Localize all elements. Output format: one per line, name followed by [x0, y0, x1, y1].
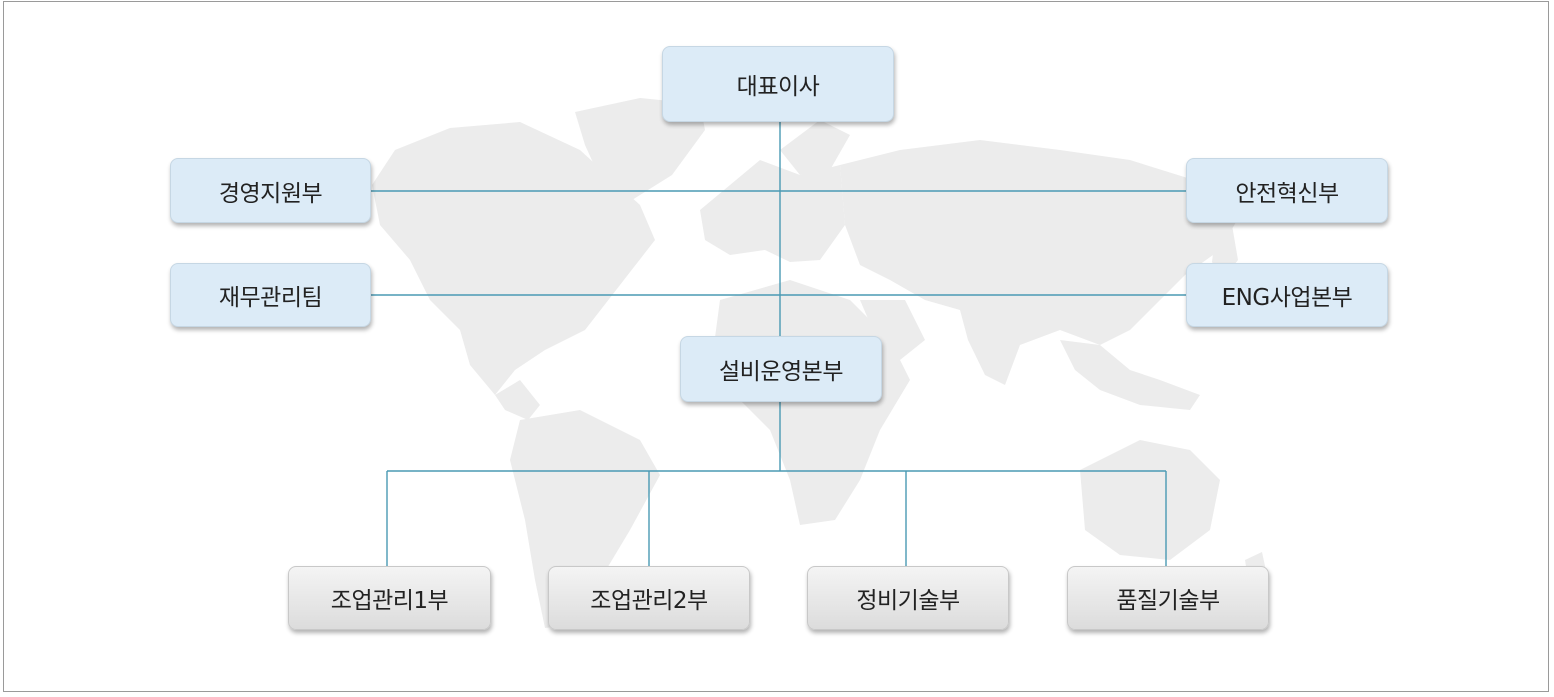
maintenance-tech-label: 정비기술부: [856, 588, 960, 614]
operation-management-2-node: 조업관리2부: [548, 566, 750, 630]
quality-tech-node: 품질기술부: [1067, 566, 1269, 630]
facility-operation-division-label: 설비운영본부: [719, 359, 843, 385]
safety-innovation-node: 안전혁신부: [1186, 158, 1388, 223]
management-support-label: 경영지원부: [218, 180, 323, 207]
safety-innovation-label: 안전혁신부: [1235, 180, 1339, 207]
finance-team-node: 재무관리팀: [170, 263, 371, 327]
quality-tech-label: 품질기술부: [1116, 588, 1220, 614]
management-support-node: 경영지원부: [170, 158, 371, 223]
ceo-node: 대표이사: [662, 46, 894, 122]
ceo-label: 대표이사: [736, 74, 820, 100]
maintenance-tech-node: 정비기술부: [807, 566, 1009, 630]
operation-management-1-node: 조업관리1부: [288, 566, 491, 630]
operation-management-1-label: 조업관리1부: [330, 588, 449, 614]
operation-management-2-label: 조업관리2부: [590, 588, 708, 614]
eng-business-node: ENG사업본부: [1186, 263, 1388, 327]
eng-business-label: ENG사업본부: [1221, 285, 1353, 311]
facility-operation-division-node: 설비운영본부: [680, 336, 882, 402]
finance-team-label: 재무관리팀: [218, 285, 323, 311]
